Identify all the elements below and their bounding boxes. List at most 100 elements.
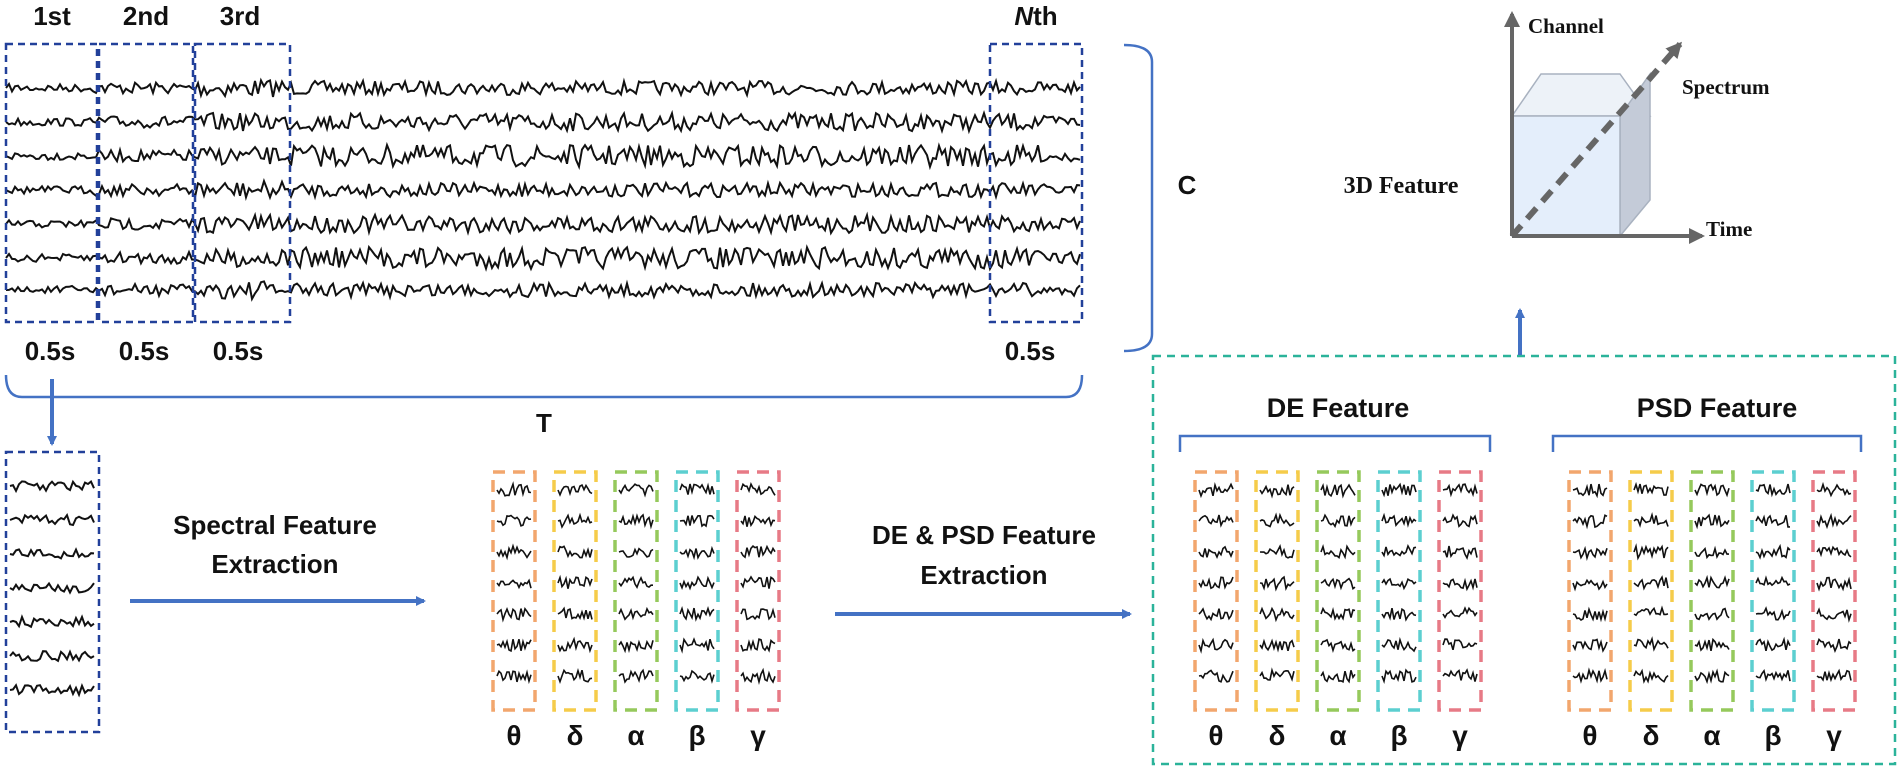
band-trace: [1816, 481, 1852, 498]
single-segment-trace: [9, 513, 95, 527]
cube-time-label: Time: [1706, 217, 1752, 241]
band-trace: [1198, 607, 1234, 622]
band-trace: [1633, 481, 1669, 496]
band-trace: [496, 578, 532, 590]
psd-feature-title: PSD Feature: [1637, 393, 1798, 423]
band-symbol: γ: [1452, 720, 1468, 751]
psd-feature-bracket: [1551, 434, 1863, 452]
single-segment-trace: [9, 649, 95, 663]
band-box: [491, 470, 537, 712]
band-trace: [496, 669, 532, 685]
band-trace: [1694, 513, 1730, 530]
band-trace: [618, 483, 654, 498]
band-symbol: θ: [1208, 720, 1223, 751]
band-box: [613, 470, 659, 712]
band-trace: [740, 575, 776, 589]
band-trace: [618, 668, 654, 684]
band-trace: [557, 636, 593, 654]
single-segment-trace: [9, 683, 95, 698]
band-trace: [1816, 545, 1852, 558]
band-trace: [1694, 574, 1730, 589]
band-trace: [1572, 514, 1608, 530]
band-trace: [1572, 606, 1608, 623]
band-box: [1628, 470, 1674, 712]
band-trace: [1381, 607, 1417, 622]
band-trace: [1320, 577, 1356, 591]
band-trace: [557, 574, 593, 589]
channel-bracket: [1123, 43, 1154, 353]
band-trace: [1259, 512, 1295, 528]
band-trace: [740, 544, 776, 559]
band-trace: [1442, 638, 1478, 651]
band-trace: [1381, 482, 1417, 498]
eeg-channel-trace: [5, 178, 1081, 202]
band-trace: [1572, 638, 1608, 653]
band-trace: [618, 513, 654, 530]
band-trace: [679, 514, 715, 528]
band-trace: [1633, 668, 1669, 684]
band-trace: [1755, 483, 1791, 498]
single-segment-traces: [9, 479, 95, 698]
band-symbol: θ: [506, 720, 521, 751]
band-trace: [1320, 483, 1356, 499]
spectral-step-line1: Spectral Feature: [173, 510, 377, 540]
segment-window-box: [4, 42, 99, 324]
band-trace: [618, 547, 654, 558]
band-symbol: δ: [1643, 720, 1660, 751]
de-psd-step-line2: Extraction: [920, 560, 1047, 590]
band-symbol: β: [688, 720, 705, 751]
band-trace: [1755, 668, 1791, 682]
band-symbol: α: [1703, 720, 1720, 751]
band-trace: [496, 606, 532, 623]
band-box: [1193, 470, 1239, 712]
band-trace: [1633, 543, 1669, 561]
band-trace: [1694, 607, 1730, 621]
band-trace: [557, 512, 593, 529]
band-symbol: γ: [1826, 720, 1842, 751]
band-trace: [1198, 482, 1234, 499]
band-trace: [1259, 606, 1295, 623]
band-trace: [1442, 545, 1478, 561]
band-trace: [740, 638, 776, 653]
single-segment-box: [4, 450, 101, 734]
band-trace: [740, 667, 776, 685]
de-feature-title: DE Feature: [1267, 393, 1410, 423]
band-box: [1254, 470, 1300, 712]
band-trace: [679, 637, 715, 654]
band-box: [1376, 470, 1422, 712]
single-segment-trace: [9, 547, 95, 560]
band-trace: [1320, 670, 1356, 684]
band-trace: [1320, 606, 1356, 621]
band-trace: [1816, 512, 1852, 530]
band-trace: [1816, 638, 1852, 653]
duration-label: 0.5s: [25, 336, 76, 366]
de-psd-step-line1: DE & PSD Feature: [872, 520, 1096, 550]
band-trace: [1198, 514, 1234, 528]
band-trace: [679, 605, 715, 622]
single-segment-trace: [9, 479, 95, 494]
band-trace: [1381, 543, 1417, 558]
band-trace: [496, 638, 532, 653]
band-trace: [679, 482, 715, 496]
spectrum-axis: [1509, 41, 1683, 238]
band-trace: [679, 545, 715, 561]
band-trace: [1755, 606, 1791, 621]
band-trace: [496, 514, 532, 527]
band-trace: [1694, 545, 1729, 560]
band-trace: [496, 481, 532, 498]
eeg-channel-trace: [5, 211, 1081, 236]
time-bracket: [4, 374, 1084, 399]
band-trace: [1755, 575, 1791, 587]
time-axis-label: T: [536, 408, 552, 438]
band-trace: [1442, 577, 1478, 592]
band-trace: [1755, 636, 1791, 652]
band-box: [1315, 470, 1361, 712]
band-symbol: δ: [567, 720, 584, 751]
band-trace: [557, 483, 593, 497]
de-feature-bracket: [1178, 434, 1492, 452]
band-symbol: θ: [1582, 720, 1597, 751]
eeg-channel-trace: [5, 109, 1081, 135]
